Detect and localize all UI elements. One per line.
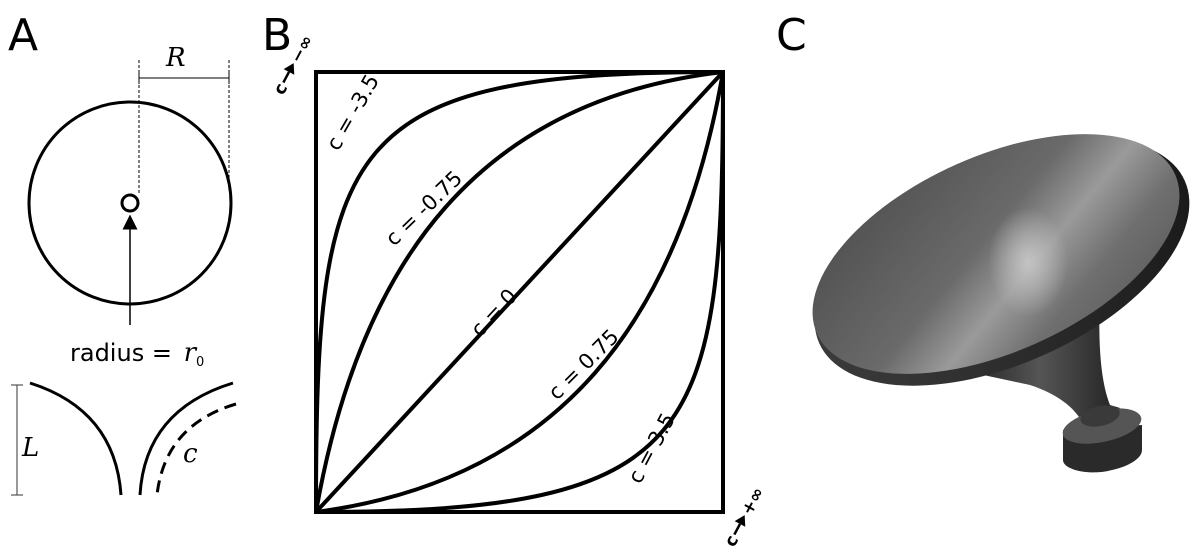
bell-highlight [988,207,1068,317]
l-dim-label: L [21,433,39,463]
curve-label-c-neg-3-5: c = -3.5 [322,70,385,154]
plot-box [314,70,725,514]
curve-label-c-3-5: c = 3.5 [623,409,680,487]
panel-a-letter: A [8,10,38,61]
curve-c-neg-0-75 [314,70,724,513]
horn-profile-left [29,381,123,496]
horn-render [812,134,1190,473]
svg-text:c: c [270,80,292,98]
svg-text:c: c [721,532,743,550]
svg-text:+∞: +∞ [738,484,769,518]
curve-c-0 [314,70,725,514]
r-dim-label: R [165,43,186,73]
radius-label: radius = r0 [70,338,204,370]
curve-label-c-neg-0-75: c = -0.75 [381,166,467,251]
curve-label-c-0: c = 0 [466,284,522,341]
curve-label-c-0-75: c = 0.75 [544,324,624,404]
panel-a: A R radius = r0 L c [8,10,237,496]
panel-c-letter: C [776,10,807,61]
curve-c-3-5 [315,71,725,514]
limit-bottom-label: c +∞ [721,484,769,550]
curve-c-neg-3-5 [314,70,724,513]
panel-b: B c = -3.5 c = -0.75 c = 0 c = 0.75 c = … [262,10,769,550]
curve-c-0-75 [315,71,725,514]
panel-c: C [776,10,1190,473]
panel-b-letter: B [262,10,292,61]
horn-profile-right [138,381,234,496]
horn-profile-dashed [155,402,237,496]
c-label: c [183,439,198,469]
throat-circle [120,193,140,213]
